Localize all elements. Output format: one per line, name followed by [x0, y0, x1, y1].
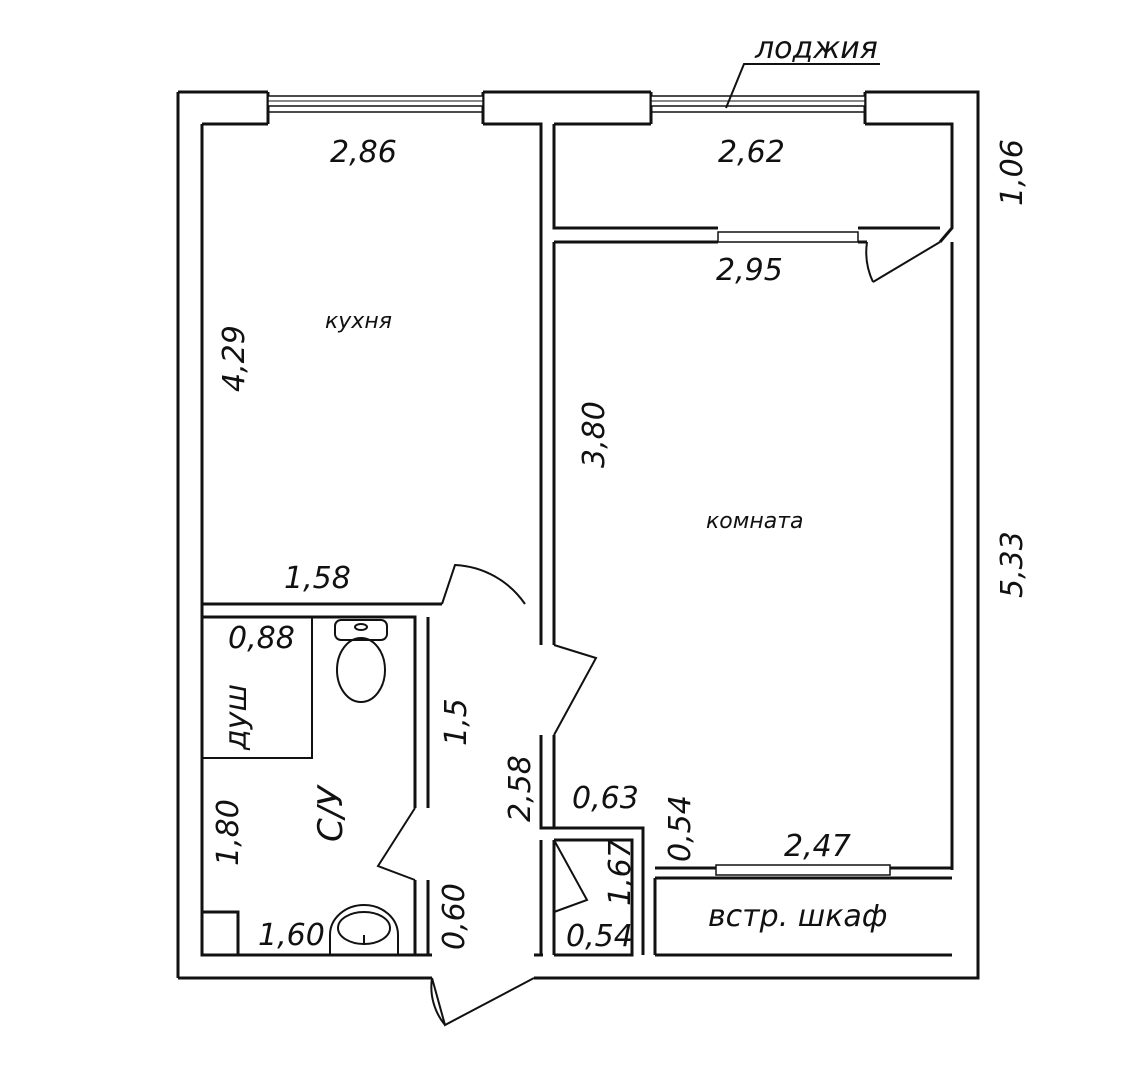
dim-bath-length: 1,80: [211, 799, 246, 866]
dim-kitchen-bottom: 1,58: [284, 561, 351, 596]
sink-icon: [329, 904, 399, 955]
outer-walls: [176, 90, 980, 980]
dim-hall-upper: 1,5: [439, 698, 474, 746]
loggia-label: лоджия: [754, 31, 878, 66]
dim-wardrobe-width: 2,47: [784, 829, 851, 864]
dim-bath-width: 1,60: [258, 918, 325, 953]
dim-total-length: 5,33: [995, 531, 1030, 598]
dim-shower-width: 0,88: [228, 621, 295, 656]
dim-niche-depth: 0,54: [663, 795, 698, 862]
loggia-leader: [725, 63, 880, 109]
doors: [376, 241, 941, 1027]
dim-closet-length: 1,67: [603, 839, 638, 906]
dim-kitchen-length: 4,29: [217, 325, 252, 392]
dim-loggia-depth: 1,06: [995, 139, 1030, 206]
wardrobe-label: встр. шкаф: [708, 899, 887, 934]
kitchen-label: кухня: [325, 309, 392, 334]
bathroom-label: С/У: [311, 784, 351, 842]
dim-hall-lower: 0,60: [437, 883, 472, 950]
kitchen-window: [267, 95, 484, 113]
dim-niche-width: 0,63: [572, 781, 639, 816]
room-label: комната: [706, 509, 804, 534]
loggia-window: [650, 95, 866, 113]
dim-room-width: 2,95: [716, 253, 783, 288]
dim-hall-length: 2,58: [503, 755, 538, 822]
shower-label: душ: [219, 684, 254, 751]
room-window: [717, 231, 859, 243]
interior-walls: [200, 124, 952, 957]
dim-kitchen-width: 2,86: [330, 135, 397, 170]
dim-room-length: 3,80: [577, 401, 612, 468]
dim-loggia-width: 2,62: [718, 135, 785, 170]
dim-closet-width: 0,54: [566, 919, 633, 954]
toilet-icon: [334, 619, 388, 703]
